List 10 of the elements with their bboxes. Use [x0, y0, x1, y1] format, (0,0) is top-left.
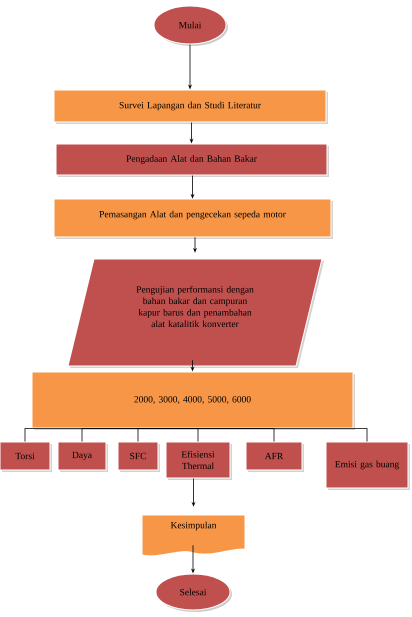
process-box: Pengadaan Alat dan Bahan Bakar — [56, 144, 329, 177]
process-box: Efisiensi Thermal — [166, 442, 232, 480]
process-box: Survei Lapangan dan Studi Literatur — [54, 90, 328, 124]
process-box: Pemasangan Alat dan pengecekan sepeda motor — [54, 198, 333, 239]
process-box: 2000, 3000, 4000, 5000, 6000 — [32, 372, 355, 430]
process-box: Torsi — [0, 442, 52, 472]
process-box: Daya — [58, 442, 108, 472]
process-box: Emisi gas buang — [326, 442, 410, 490]
process-box: AFR — [246, 442, 304, 472]
process-box: SFC — [118, 442, 160, 472]
